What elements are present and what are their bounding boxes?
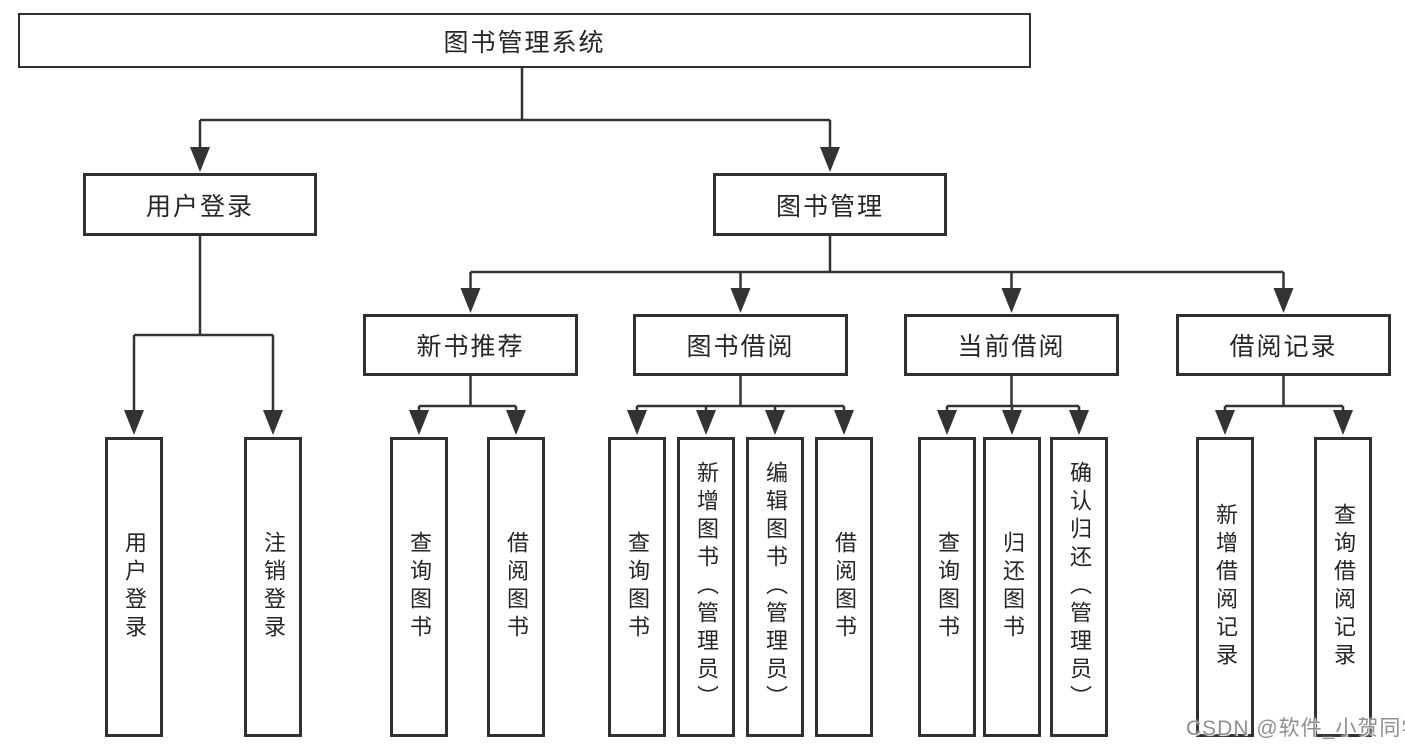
leaf-add-books-admin: 新增图书（管理员） [677,437,735,737]
leaf-logout-label: 注销登录 [261,531,286,643]
node-book-management-label: 图书管理 [775,192,884,221]
leaf-edit-books-admin: 编辑图书（管理员） [746,437,804,737]
leaf-return-books: 归还图书 [983,437,1041,737]
leaf-user-login: 用户登录 [105,437,163,737]
node-user-login: 用户登录 [83,173,317,236]
leaf-confirm-return-admin: 确认归还（管理员） [1050,437,1108,737]
leaf-add-books-admin-label: 新增图书（管理员） [694,461,719,713]
leaf-recommend-query-books-label: 查询图书 [407,531,432,643]
leaf-edit-books-admin-label: 编辑图书（管理员） [763,461,788,713]
node-book-management: 图书管理 [713,173,947,236]
leaf-logout: 注销登录 [244,437,302,737]
node-current-borrowing-label: 当前借阅 [957,333,1066,361]
node-current-borrowing: 当前借阅 [904,314,1119,376]
leaf-borrowing-query-books-label: 查询图书 [625,531,650,643]
leaf-query-borrow-record: 查询借阅记录 [1314,437,1372,737]
leaf-recommend-borrow-books: 借阅图书 [487,437,545,737]
node-borrow-records: 借阅记录 [1176,314,1391,376]
leaf-recommend-borrow-books-label: 借阅图书 [504,531,529,643]
leaf-borrowing-query-books: 查询图书 [608,437,666,737]
csdn-watermark: CSDN @软件_小贺同学 [1186,717,1405,740]
node-book-borrowing: 图书借阅 [633,314,848,376]
node-borrow-records-label: 借阅记录 [1229,333,1338,361]
leaf-current-query-books: 查询图书 [918,437,976,737]
leaf-recommend-query-books: 查询图书 [390,437,448,737]
node-root-label: 图书管理系统 [443,28,606,57]
leaf-current-query-books-label: 查询图书 [935,531,960,643]
leaf-add-borrow-record-label: 新增借阅记录 [1213,503,1238,671]
leaf-user-login-label: 用户登录 [122,531,147,643]
node-new-book-recommend-label: 新书推荐 [416,333,525,361]
leaf-return-books-label: 归还图书 [1000,531,1025,643]
leaf-borrowing-borrow-books-label: 借阅图书 [832,531,857,643]
leaf-add-borrow-record: 新增借阅记录 [1196,437,1254,737]
node-book-borrowing-label: 图书借阅 [686,333,795,361]
node-new-book-recommend: 新书推荐 [363,314,578,376]
leaf-borrowing-borrow-books: 借阅图书 [815,437,873,737]
leaf-confirm-return-admin-label: 确认归还（管理员） [1067,461,1092,713]
leaf-query-borrow-record-label: 查询借阅记录 [1331,503,1356,671]
node-user-login-label: 用户登录 [145,192,254,221]
node-root-system: 图书管理系统 [18,13,1031,68]
arrowheads [124,147,1353,435]
